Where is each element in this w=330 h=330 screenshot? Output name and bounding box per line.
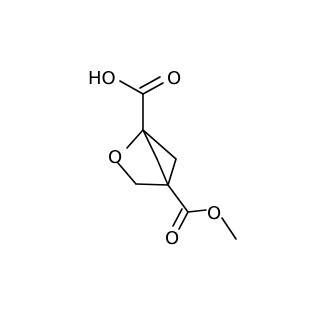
- bond-c1-ch2-right: [142, 129, 177, 160]
- bond-carboxyl-c-o-double-b: [139, 76, 161, 89]
- atom-label-hydroxyl: HO: [88, 68, 116, 89]
- bond-ch2-right-c4: [167, 158, 177, 186]
- bond-c1-ring-o: [126, 129, 144, 149]
- bond-bridge-ch2-c4: [156, 158, 169, 186]
- atom-label-ring-o: O: [108, 147, 122, 168]
- bond-carboxyl-c-o-double-a: [142, 82, 164, 95]
- bond-ch2-c4: [135, 183, 169, 186]
- atom-label-carbonyl-o-top: O: [167, 68, 181, 89]
- atom-label-carbonyl-o-bottom: O: [165, 228, 179, 249]
- bond-ester-c-o-double-b: [172, 208, 183, 227]
- bond-ring-o-ch2: [117, 162, 137, 185]
- bond-ester-c-o-double-a: [178, 211, 189, 230]
- atom-label-ester-o: O: [207, 203, 221, 224]
- bond-c4-ester-c: [167, 184, 189, 213]
- bond-ester-o-methyl: [221, 217, 237, 240]
- bond-ester-c-o: [187, 209, 207, 213]
- bond-carboxyl-c-oh: [119, 80, 144, 95]
- bond-c1-bridge-ch2: [142, 129, 158, 160]
